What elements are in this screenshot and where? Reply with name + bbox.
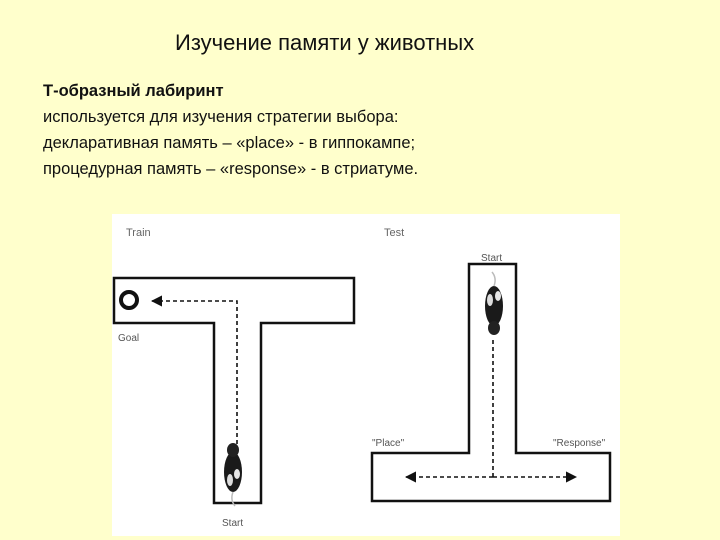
- train-start-label: Start: [222, 518, 243, 529]
- t-maze-figure: Train Goal Start Test Start: [112, 214, 620, 536]
- goal-icon: [119, 290, 139, 310]
- rat-icon: [224, 443, 242, 507]
- test-panel-label: Test: [384, 227, 404, 239]
- goal-label: Goal: [118, 333, 139, 344]
- t-maze-diagram: Train Goal Start Test Start: [112, 227, 612, 529]
- response-label: "Response": [553, 438, 606, 449]
- train-maze-outline: [112, 276, 356, 505]
- train-panel-label: Train: [126, 227, 151, 239]
- description-line-2: декларативная память – «place» - в гиппо…: [43, 134, 416, 152]
- test-panel: Test Start "Place" "Response": [370, 227, 612, 503]
- description-line-1: используется для изучения стратегии выбо…: [43, 108, 399, 126]
- description-block: Т-образный лабиринт используется для изу…: [43, 78, 418, 182]
- description-line-3: процедурная память – «response» - в стри…: [43, 160, 419, 178]
- rat-icon: [485, 271, 503, 335]
- maze-heading: Т-образный лабиринт: [43, 82, 224, 100]
- test-start-label: Start: [481, 253, 502, 264]
- test-maze-outline: [370, 262, 612, 503]
- slide-title: Изучение памяти у животных: [175, 30, 475, 55]
- place-label: "Place": [372, 438, 405, 449]
- train-panel: Train Goal Start: [112, 227, 356, 529]
- train-path-arrow: [150, 295, 238, 444]
